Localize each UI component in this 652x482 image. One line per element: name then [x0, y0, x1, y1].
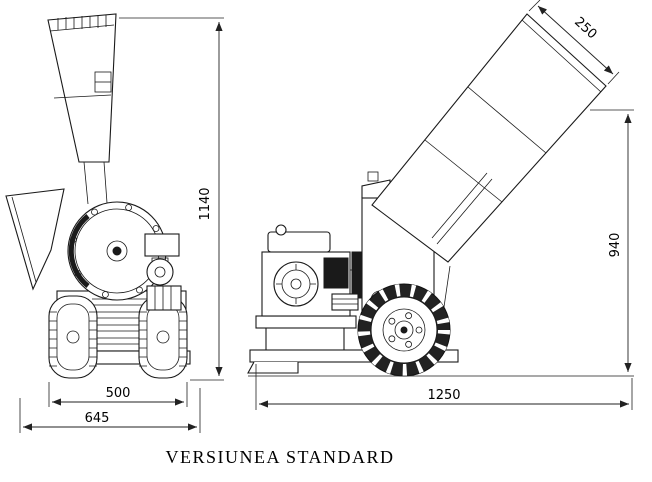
side-wheel — [357, 283, 451, 377]
dimension-front-width: 645 — [19, 388, 201, 433]
front-left-wheel — [48, 295, 98, 379]
discharge-chute — [371, 13, 607, 263]
dim-label-chute-opening: 250 — [571, 15, 599, 43]
dim-label-front-height: 1140 — [198, 187, 213, 220]
dim-label-front-width: 645 — [85, 411, 110, 426]
dimension-side-height: 940 — [590, 109, 634, 372]
caption: VERSIUNEA STANDARD — [165, 447, 394, 467]
deflector-chute — [5, 188, 65, 291]
engine-side — [255, 224, 362, 329]
feed-hopper — [47, 13, 117, 205]
chute-brace — [431, 172, 493, 245]
engine-front — [144, 233, 182, 311]
side-view — [247, 13, 634, 377]
dimension-side-length: 1250 — [255, 364, 633, 410]
dim-label-front-track: 500 — [106, 386, 131, 401]
rotor-housing — [67, 201, 167, 301]
dim-label-side-height: 940 — [608, 233, 623, 258]
dimension-front-height: 1140 — [119, 17, 224, 381]
front-view — [5, 13, 191, 379]
dim-label-side-length: 1250 — [427, 388, 460, 403]
front-right-wheel — [138, 295, 188, 379]
dimension-front-track: 500 — [48, 382, 188, 407]
